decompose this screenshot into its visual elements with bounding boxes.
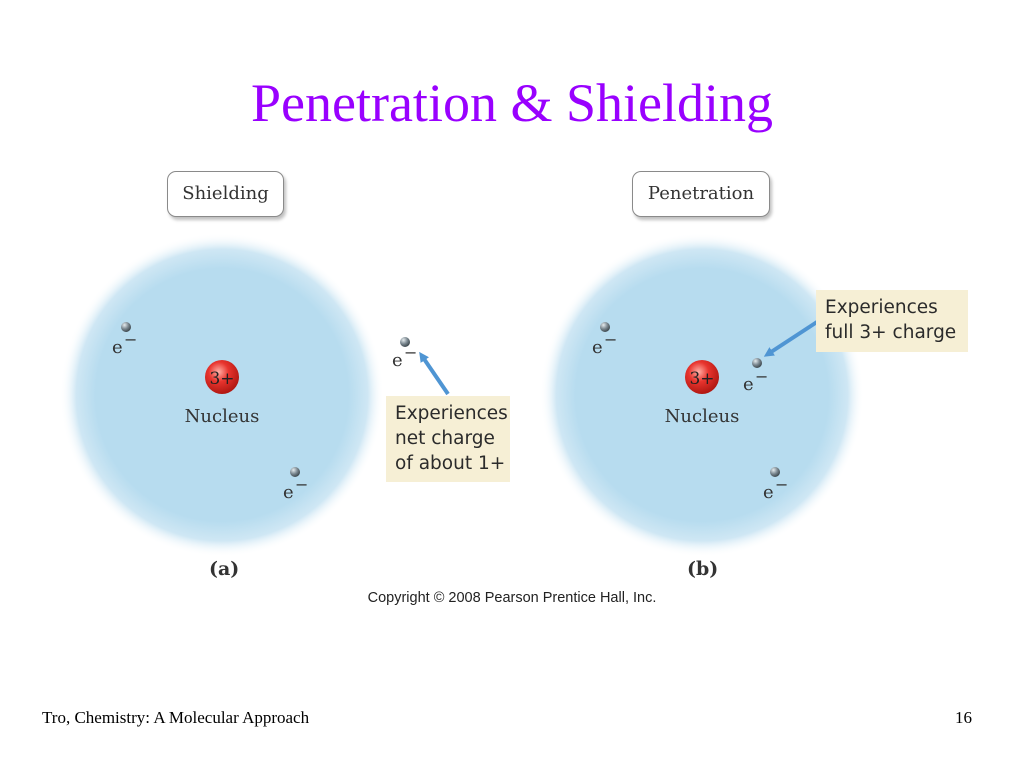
svg-text:−: −	[775, 475, 788, 494]
callout-arrow-a	[419, 351, 450, 396]
callout-penetration-line-2: full 3+ charge	[825, 322, 957, 343]
nucleus-b	[685, 360, 719, 394]
callout-penetration: Experiences full 3+ charge	[816, 290, 968, 352]
footer-source: Tro, Chemistry: A Molecular Approach	[42, 708, 310, 727]
svg-text:e: e	[392, 350, 403, 371]
panel-a-shielding: 3+ Nucleus e − e − e −	[60, 233, 450, 557]
page-number: 16	[955, 708, 972, 727]
electron-cloud-a	[60, 233, 384, 557]
callout-shielding-line-3: of about 1+	[395, 453, 506, 474]
svg-text:−: −	[295, 475, 308, 494]
copyright-notice: Copyright © 2008 Pearson Prentice Hall, …	[367, 590, 657, 606]
nucleus-label-a: Nucleus	[185, 406, 260, 427]
shielding-heading: Shielding	[167, 171, 284, 217]
panel-tag-a: (a)	[209, 558, 240, 580]
electron-a-outer: e −	[392, 337, 417, 371]
svg-text:e: e	[763, 482, 774, 503]
panel-tag-b: (b)	[687, 558, 719, 580]
penetration-heading: Penetration	[632, 171, 770, 217]
svg-text:e: e	[592, 337, 603, 358]
callout-penetration-line-1: Experiences	[825, 297, 938, 318]
callout-arrow-b	[763, 318, 822, 357]
callout-shielding-line-2: net charge	[395, 428, 495, 449]
electron-b2: e −	[763, 467, 788, 503]
svg-text:e: e	[112, 337, 123, 358]
panel-b-penetration: 3+ Nucleus e − e − e −	[540, 233, 864, 557]
nucleus-charge-a: 3+	[209, 369, 234, 389]
callout-shielding-line-1: Experiences	[395, 403, 508, 424]
electron-cloud-b	[540, 233, 864, 557]
electron-b1: e −	[592, 322, 617, 358]
nucleus-label-b: Nucleus	[665, 406, 740, 427]
electron-a1: e −	[112, 322, 137, 358]
nucleus-charge-b: 3+	[689, 369, 714, 389]
svg-text:−: −	[404, 343, 417, 362]
electron-b-inner: e −	[743, 358, 768, 395]
svg-text:−: −	[124, 330, 137, 349]
electron-a2: e −	[283, 467, 308, 503]
svg-text:−: −	[604, 330, 617, 349]
svg-text:−: −	[755, 367, 768, 386]
nucleus-a	[205, 360, 239, 394]
slide-title: Penetration & Shielding	[251, 73, 773, 133]
svg-text:e: e	[283, 482, 294, 503]
svg-text:e: e	[743, 374, 754, 395]
callout-shielding: Experiences net charge of about 1+	[386, 396, 510, 482]
